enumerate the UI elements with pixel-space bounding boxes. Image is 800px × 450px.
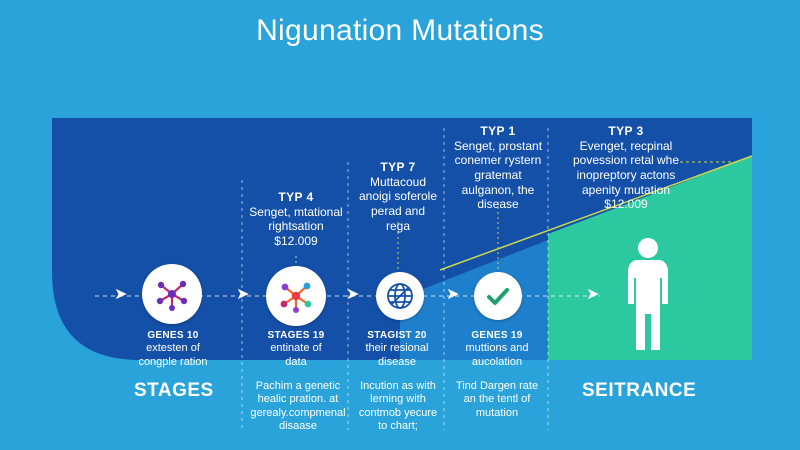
type-line: aulganon, the (461, 182, 535, 197)
yellow-diagonal (439, 155, 753, 271)
type-block-typ3: TYP 3 Evenget, recpinal povession retal … (556, 124, 696, 212)
note-line: to chart; (378, 420, 418, 433)
arrow-icon: ➤ (586, 286, 600, 303)
arrow-icon: ➤ (446, 286, 460, 303)
type-line: Senget, prostant (453, 138, 543, 153)
stage-line: muttions and (465, 342, 529, 355)
type-title: TYP 4 (278, 190, 314, 204)
type-line: perad and (370, 203, 426, 218)
type-line: Evenget, recpinal (579, 138, 673, 153)
note-line: an the tentl of (463, 393, 531, 406)
stage-line: entinate of (270, 342, 322, 355)
note-line: gerealy.compmenal (250, 406, 346, 419)
type-line: Muttacoud (369, 174, 427, 189)
human-figure-icon (628, 238, 668, 350)
stage-caption-1: GENES 10 extesten of congple ration (112, 330, 234, 369)
seitrance-label: SEITRANCE (582, 380, 697, 401)
type-line: disease (477, 197, 519, 212)
arrow-icon: ➤ (114, 286, 128, 303)
stage-node-3[interactable] (376, 272, 424, 320)
type-block-typ4: TYP 4 Senget, mtational rightsation $12.… (240, 190, 352, 249)
type-line: anoigi soferole (358, 189, 438, 204)
stage-line: congple ration (138, 355, 208, 368)
stage-head: GENES 19 (471, 330, 523, 341)
checkmark-icon (487, 288, 509, 305)
type-line: gratemat (474, 167, 522, 182)
note-line: Tind Dargen rate (455, 380, 539, 392)
type-line: povession retal whe (572, 153, 680, 168)
type-block-typ1: TYP 1 Senget, prostant conemer rystern g… (444, 124, 552, 212)
stage-node-1[interactable] (142, 264, 202, 324)
note-line: Incution as with (360, 380, 436, 392)
teal-wedge (548, 156, 752, 360)
globe-icon (387, 283, 413, 309)
bottom-note-1: Pachim a genetic healic pration. at gere… (246, 380, 350, 434)
stage-head: GENES 10 (147, 330, 199, 341)
stage-node-4[interactable] (474, 272, 522, 320)
bottom-note-2: Incution as with lerning with contmob ye… (350, 380, 446, 434)
type-line: inopreptory actons (576, 167, 676, 182)
stages-label: STAGES (134, 380, 214, 401)
type-line: rega (385, 218, 411, 233)
type-line: apenity mutation (581, 182, 671, 197)
note-line: healic pration. at (257, 393, 339, 406)
stage-node-2[interactable] (266, 266, 326, 326)
arrow-icon: ➤ (236, 286, 250, 303)
note-line: mutation (475, 406, 519, 419)
stage-line: data (285, 355, 307, 368)
note-line: Pachim a genetic (255, 380, 341, 392)
type-line: Senget, mtational (249, 204, 343, 219)
type-block-typ7: TYP 7 Muttacoud anoigi soferole perad an… (346, 160, 450, 233)
stage-caption-2: STAGES 19 entinate of data (246, 330, 346, 369)
stage-head: STAGES 19 (267, 330, 325, 341)
bottom-note-3: Tind Dargen rate an the tentl of mutatio… (448, 380, 546, 420)
type-line: $12.009 (274, 233, 318, 248)
type-line: rightsation (268, 219, 324, 234)
stage-line: aucolation (471, 355, 523, 368)
type-line: $12.009 (604, 197, 648, 212)
stage-caption-4: GENES 19 muttions and aucolation (448, 330, 546, 369)
molecule-icon (156, 280, 188, 311)
stage-line: extesten of (146, 342, 200, 355)
stage-head: STAGIST 20 (367, 330, 427, 341)
type-title: TYP 7 (380, 160, 416, 174)
type-title: TYP 1 (480, 124, 516, 138)
arrow-icon: ➤ (346, 286, 360, 303)
molecule-icon (280, 282, 312, 313)
note-line: contmob yecure (358, 406, 438, 419)
stage-caption-3: STAGIST 20 their resional disease (350, 330, 444, 369)
stage-line: their resional (365, 342, 429, 355)
page-title: Nigunation Mutations (256, 14, 544, 47)
note-line: disaase (279, 420, 317, 433)
note-line: lerning with (370, 393, 426, 406)
type-line: conemer rystern (454, 153, 542, 168)
stage-line: disease (378, 355, 416, 368)
type-title: TYP 3 (608, 124, 644, 138)
